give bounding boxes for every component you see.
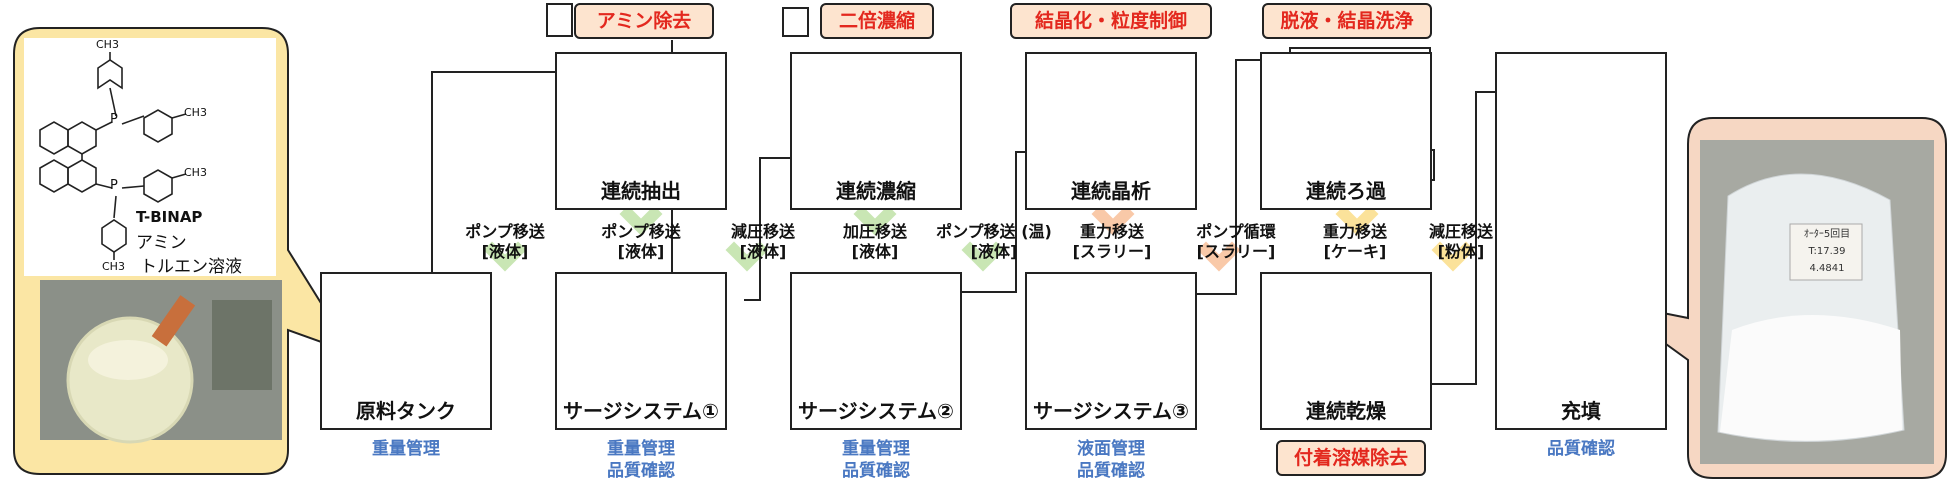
unit-label-filtration: 連続ろ過 xyxy=(1306,179,1386,203)
unit-continuous-dryer: 連続乾燥 xyxy=(1260,272,1432,430)
bag-label-line2: T:17.39 xyxy=(1808,246,1846,257)
methyl-label-top: CH3 xyxy=(96,38,119,51)
unit-filling: 充填 xyxy=(1495,52,1667,430)
transfer-label-7: ポンプ循環 [スラリー] xyxy=(1188,222,1284,262)
mgmt-surge3-quality: 品質確認 xyxy=(1077,461,1145,481)
transfer-6-mode: 重力移送 xyxy=(1079,222,1144,241)
unit-label-surge1: サージシステム① xyxy=(563,399,719,423)
transfer-9-phase: [粉体] xyxy=(1437,242,1485,261)
transfer-1-mode: ポンプ移送 xyxy=(465,222,545,241)
transfer-label-8: 重力移送 [ケーキ] xyxy=(1310,222,1400,262)
transfer-5-mode: ポンプ移送 (温) xyxy=(936,222,1052,241)
transfer-7-phase: [スラリー] xyxy=(1196,242,1276,261)
transfer-1-phase: [液体] xyxy=(481,242,529,261)
flask-bulb xyxy=(66,316,194,444)
mgmt-surge1-weight: 重量管理 xyxy=(607,439,675,459)
mgmt-surge1-quality: 品質確認 xyxy=(607,461,675,481)
unit-surge-system-3: サージシステム③ xyxy=(1025,272,1197,430)
transfer-label-2: ポンプ移送 [液体] xyxy=(596,222,686,262)
unit-label-filling: 充填 xyxy=(1561,399,1601,423)
mgmt-filling: 品質確認 xyxy=(1505,438,1657,460)
unit-label-crystallizer: 連続晶析 xyxy=(1071,179,1151,203)
bag-label-line3: 4.4841 xyxy=(1809,263,1845,274)
methyl-label-right1: CH3 xyxy=(184,106,207,119)
unit-surge-system-1: サージシステム① xyxy=(555,272,727,430)
mgmt-surge2-weight: 重量管理 xyxy=(842,439,910,459)
mgmt-surge1: 重量管理 品質確認 xyxy=(565,438,717,482)
mgmt-surge2: 重量管理 品質確認 xyxy=(800,438,952,482)
transfer-2-mode: ポンプ移送 xyxy=(601,222,681,241)
methyl-label-bottom: CH3 xyxy=(102,260,125,273)
transfer-3-mode: 減圧移送 xyxy=(730,222,795,241)
tag-crystallization-control: 結晶化・粒度制御 xyxy=(1010,3,1212,39)
tbinap-structure: CH3 CH3 CH3 CH3 P P T-BINAP アミン トルエン溶液 xyxy=(24,38,276,277)
transfer-6-phase: [スラリー] xyxy=(1072,242,1152,261)
transfer-4-mode: 加圧移送 xyxy=(842,222,907,241)
bag-handwritten-label: ｵｰﾀｰ5回目 T:17.39 4.4841 xyxy=(1792,226,1862,277)
transfer-label-9: 減圧移送 [粉体] xyxy=(1416,222,1506,262)
mgmt-surge3-level: 液面管理 xyxy=(1077,439,1145,459)
unit-continuous-crystallizer: 連続晶析 xyxy=(1025,52,1197,210)
transfer-5-phase: [液体] xyxy=(970,242,1018,261)
mgmt-raw-weight: 重量管理 xyxy=(372,439,440,459)
mgmt-surge2-quality: 品質確認 xyxy=(842,461,910,481)
tag-solvent-removal: 付着溶媒除去 xyxy=(1276,440,1426,476)
toluene-solution-label: トルエン溶液 xyxy=(140,257,242,277)
transfer-8-mode: 重力移送 xyxy=(1322,222,1387,241)
mgmt-surge3: 液面管理 品質確認 xyxy=(1035,438,1187,482)
transfer-label-3: 減圧移送 [液体] xyxy=(718,222,808,262)
transfer-8-phase: [ケーキ] xyxy=(1323,242,1387,261)
unit-raw-material-tank: 原料タンク xyxy=(320,272,492,430)
transfer-label-6: 重力移送 [スラリー] xyxy=(1064,222,1160,262)
transfer-7-mode: ポンプ循環 xyxy=(1196,222,1276,241)
unit-surge-system-2: サージシステム② xyxy=(790,272,962,430)
phosphorus-label-2: P xyxy=(110,178,118,193)
transfer-arrows xyxy=(483,205,1475,272)
unit-continuous-filtration: 連続ろ過 xyxy=(1260,52,1432,210)
transfer-4-phase: [液体] xyxy=(851,242,899,261)
unit-continuous-concentration: 連続濃縮 xyxy=(790,52,962,210)
transfer-label-4: 加圧移送 [液体] xyxy=(830,222,920,262)
unit-label-raw-tank: 原料タンク xyxy=(356,399,456,423)
transfer-9-mode: 減圧移送 xyxy=(1428,222,1493,241)
unit-label-concentration: 連続濃縮 xyxy=(836,179,916,203)
tag-amine-removal: アミン除去 xyxy=(574,3,714,39)
molecule-panel xyxy=(24,38,276,276)
unit-label-dryer: 連続乾燥 xyxy=(1306,399,1386,423)
unit-continuous-extraction: 連続抽出 xyxy=(555,52,727,210)
unit-label-surge3: サージシステム③ xyxy=(1033,399,1189,423)
transfer-2-phase: [液体] xyxy=(617,242,665,261)
tbinap-name: T-BINAP xyxy=(136,208,203,226)
mgmt-filling-quality: 品質確認 xyxy=(1547,439,1615,459)
transfer-label-5: ポンプ移送 (温) [液体] xyxy=(932,222,1056,262)
amine-label: アミン xyxy=(136,233,187,253)
transfer-label-1: ポンプ移送 [液体] xyxy=(460,222,550,262)
tbinap-bond-drawing xyxy=(39,52,187,260)
phosphorus-label-1: P xyxy=(110,112,118,127)
mgmt-raw-tank: 重量管理 xyxy=(330,438,482,460)
transfer-3-phase: [液体] xyxy=(739,242,787,261)
tag-double-concentration: 二倍濃縮 xyxy=(820,3,934,39)
methyl-label-right2: CH3 xyxy=(184,166,207,179)
unit-label-surge2: サージシステム② xyxy=(798,399,954,423)
unit-label-extraction: 連続抽出 xyxy=(601,179,681,203)
bag-label-line1: ｵｰﾀｰ5回目 xyxy=(1803,229,1851,240)
tag-deliquoring-washing: 脱液・結晶洗浄 xyxy=(1262,3,1432,39)
